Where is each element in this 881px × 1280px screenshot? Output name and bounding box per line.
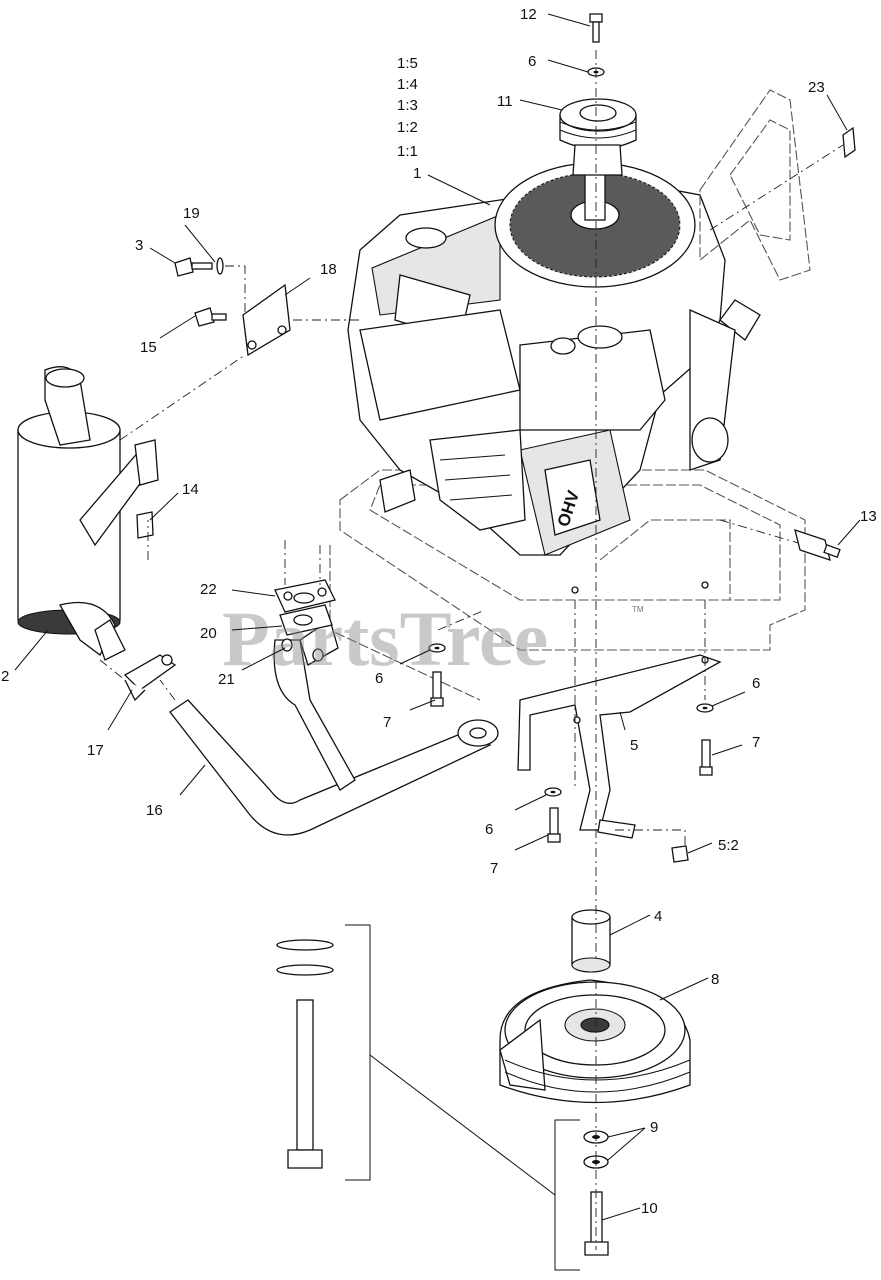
screw-3 bbox=[174, 257, 213, 277]
callout-15: 15 bbox=[140, 339, 157, 356]
watermark-trademark: TM bbox=[632, 605, 644, 614]
nut-5-2 bbox=[671, 845, 689, 863]
callout-17: 17 bbox=[87, 742, 104, 759]
bolt-detail bbox=[276, 939, 334, 1169]
gasket-22 bbox=[274, 579, 336, 613]
callout-21: 21 bbox=[218, 671, 235, 688]
group-brackets bbox=[345, 924, 580, 1271]
callout-22: 22 bbox=[200, 581, 217, 598]
bracket-18 bbox=[242, 283, 291, 357]
callout-12: 12 bbox=[520, 6, 537, 23]
callout-6-left: 6 bbox=[375, 670, 383, 687]
watermark: PartsTree bbox=[222, 595, 548, 682]
callout-16: 16 bbox=[146, 802, 163, 819]
callout-5: 5 bbox=[630, 737, 638, 754]
callout-1-1: 1:1 bbox=[397, 143, 418, 160]
fitting-13 bbox=[794, 529, 841, 561]
muffler-2 bbox=[17, 366, 159, 661]
callout-6-top: 6 bbox=[528, 53, 536, 70]
callout-8: 8 bbox=[711, 971, 719, 988]
clutch-8 bbox=[499, 979, 691, 1104]
callout-9: 9 bbox=[650, 1119, 658, 1136]
bolt-10 bbox=[584, 1191, 609, 1256]
centerlines bbox=[99, 50, 844, 1250]
callout-19: 19 bbox=[183, 205, 200, 222]
callout-6-right: 6 bbox=[752, 675, 760, 692]
callout-23: 23 bbox=[808, 79, 825, 96]
callout-10: 10 bbox=[641, 1200, 658, 1217]
callout-11: 11 bbox=[497, 93, 513, 110]
washer-6-right bbox=[696, 703, 714, 713]
callout-13: 13 bbox=[860, 508, 877, 525]
callout-18: 18 bbox=[320, 261, 337, 278]
decal-23 bbox=[842, 126, 856, 159]
washer-6-lower bbox=[544, 787, 562, 797]
leader-lines bbox=[14, 13, 861, 1221]
callout-4: 4 bbox=[654, 908, 662, 925]
screw-15 bbox=[194, 307, 227, 327]
callouts: 12 6 1:5 1:4 11 1:3 1:2 1:1 1 23 19 3 18… bbox=[1, 6, 877, 1217]
callout-1-4: 1:4 bbox=[397, 76, 418, 93]
callout-1-3: 1:3 bbox=[397, 97, 418, 114]
callout-7-left: 7 bbox=[383, 714, 391, 731]
callout-1-5: 1:5 bbox=[397, 55, 418, 72]
callout-1-2: 1:2 bbox=[397, 119, 418, 136]
upper-bracket-ghost bbox=[699, 89, 811, 281]
nut-14 bbox=[136, 511, 154, 539]
callout-3: 3 bbox=[135, 237, 143, 254]
bolt-12 bbox=[589, 13, 603, 43]
callout-6-lower: 6 bbox=[485, 821, 493, 838]
washers-20 bbox=[279, 604, 333, 636]
washer-6-left bbox=[428, 643, 446, 653]
callout-20: 20 bbox=[200, 625, 217, 642]
callout-5-2: 5:2 bbox=[718, 837, 739, 854]
engine: OHV bbox=[347, 149, 761, 594]
callout-7-right: 7 bbox=[752, 734, 760, 751]
top-pulley-11 bbox=[559, 98, 637, 176]
bolt-7-lower bbox=[547, 807, 561, 843]
bracket-5 bbox=[517, 654, 722, 839]
callout-1: 1 bbox=[413, 165, 421, 182]
callout-7-lower: 7 bbox=[490, 860, 498, 877]
callout-14: 14 bbox=[182, 481, 199, 498]
spacer-4 bbox=[571, 909, 611, 973]
clamp-17 bbox=[123, 654, 177, 702]
washer-19 bbox=[216, 257, 224, 275]
callout-2: 2 bbox=[1, 668, 9, 685]
bolt-7-right bbox=[699, 739, 713, 776]
